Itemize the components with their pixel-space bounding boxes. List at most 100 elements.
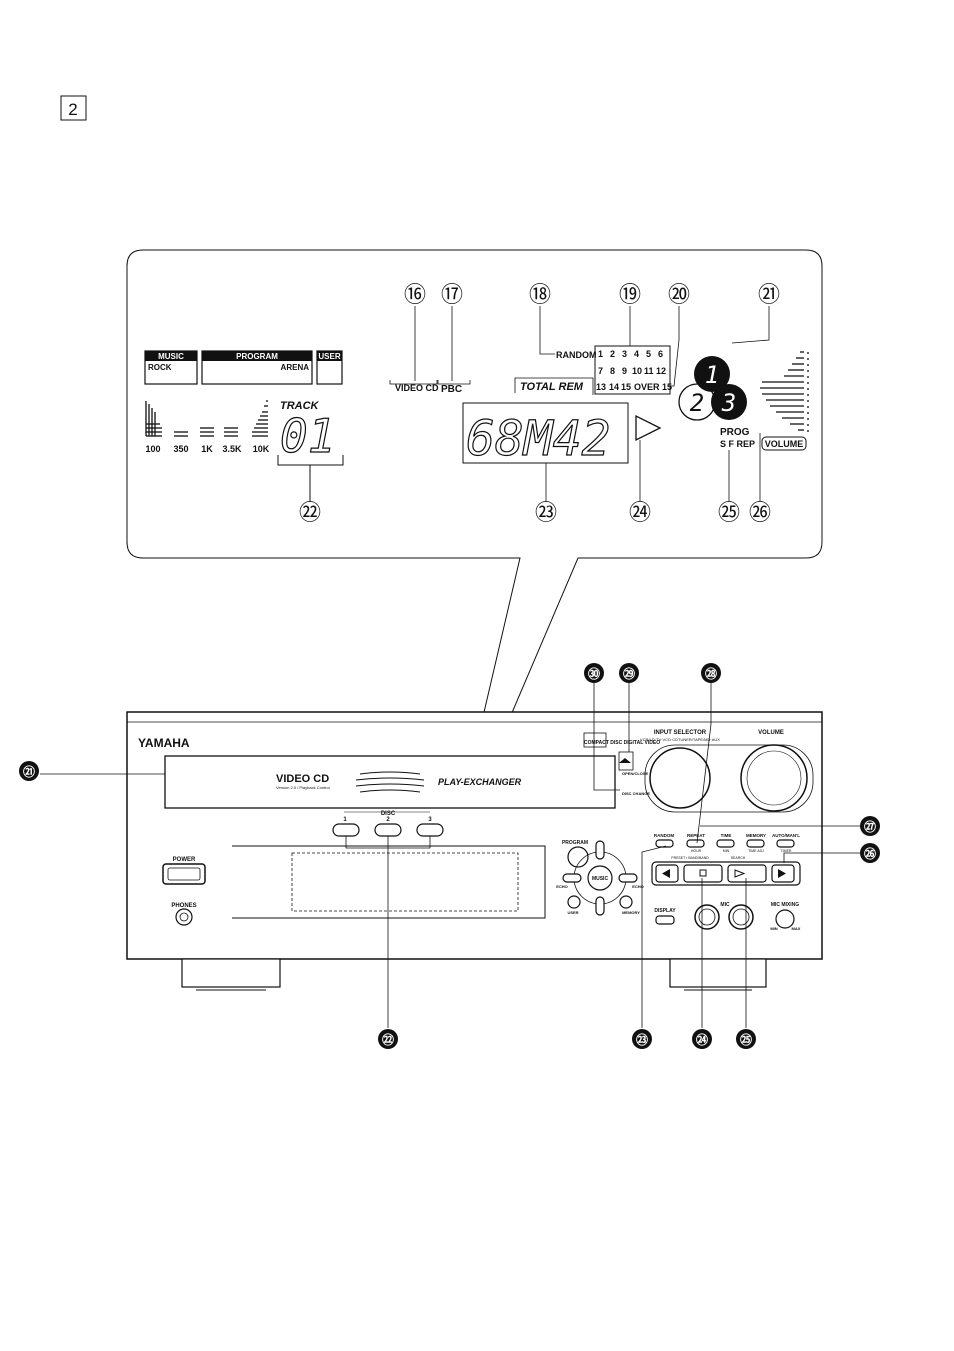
- time-adj-label: TIME ADJ: [748, 849, 764, 853]
- mic-jack-1[interactable]: [694, 904, 720, 930]
- preset-band-label: PRESET • BAND/BAND: [671, 856, 709, 860]
- memory-cluster-label: MEMORY: [622, 910, 640, 915]
- svg-text:3: 3: [622, 349, 627, 359]
- disc-label: DISC: [381, 811, 396, 817]
- echo-left-label: ECHO: [556, 884, 568, 889]
- callout-28: ㉘: [705, 666, 717, 681]
- leader-20: [670, 306, 680, 387]
- callout-26: ㉖: [749, 500, 771, 525]
- program-label: PROGRAM: [236, 352, 278, 361]
- power-button[interactable]: [162, 863, 206, 885]
- callout-19: ⑲: [619, 282, 641, 307]
- mic-jack-2[interactable]: [728, 904, 754, 930]
- track-number-readout: 01: [280, 409, 335, 463]
- svg-text:15: 15: [621, 382, 631, 392]
- display-callout-frame: [126, 249, 823, 859]
- music-button[interactable]: [587, 865, 613, 891]
- time-readout: 68M42: [466, 411, 611, 467]
- left-echo-button[interactable]: [562, 873, 582, 883]
- search-label: SEARCH: [731, 856, 746, 860]
- hour-label: HOUR: [691, 849, 702, 853]
- video-cd-indicator: VIDEO CD: [395, 383, 439, 393]
- disc-1-button[interactable]: [332, 823, 360, 837]
- open-close-button[interactable]: [618, 751, 634, 771]
- user-button[interactable]: [567, 895, 581, 909]
- music-button-label: MUSIC: [592, 876, 609, 882]
- page-number-box: [60, 95, 87, 121]
- arena-label: ARENA: [281, 363, 310, 372]
- random-indicator: RANDOM: [556, 350, 597, 360]
- svg-text:5: 5: [646, 349, 651, 359]
- down-button[interactable]: [595, 896, 605, 916]
- svg-text:1: 1: [598, 349, 603, 359]
- leader-21-display: [731, 306, 770, 344]
- video-cd-logo: VIDEO CD: [276, 773, 329, 785]
- play-pause-button[interactable]: [727, 864, 767, 883]
- svg-text:4: 4: [634, 349, 639, 359]
- disc-change-label: DISC CHANGE: [622, 791, 650, 796]
- right-echo-button[interactable]: [618, 873, 638, 883]
- min-label: MIN: [723, 849, 730, 853]
- left-foot: [181, 958, 281, 988]
- disc-2-button[interactable]: [374, 823, 402, 837]
- skip-back-icon: [662, 869, 670, 878]
- disc-tray[interactable]: [164, 755, 616, 809]
- callout-23: ㉓: [535, 500, 557, 525]
- svg-text:8: 8: [610, 366, 615, 376]
- display-window: [291, 852, 519, 912]
- phones-jack[interactable]: [175, 908, 193, 926]
- eq-band-100: 100: [145, 444, 160, 454]
- disc-indicator-3: 3: [721, 389, 736, 417]
- program-button[interactable]: [567, 846, 589, 868]
- input-selector-knob[interactable]: [649, 747, 711, 809]
- auto-manl-button[interactable]: [776, 839, 795, 848]
- music-label: MUSIC: [158, 352, 184, 361]
- disc-3-button[interactable]: [416, 823, 444, 837]
- time-readout-frame: [462, 402, 629, 464]
- prog-indicator: PROG: [720, 427, 750, 438]
- compact-disc-logo: COMPACT DISC DIGITAL VIDEO: [584, 740, 660, 746]
- volume-level-meter: [760, 351, 809, 432]
- callout-18: ⑱: [529, 282, 551, 307]
- svg-text:1: 1: [343, 817, 347, 823]
- play-pause-icon: [734, 869, 746, 878]
- volume-indicator: VOLUME: [765, 439, 804, 449]
- random-button[interactable]: [655, 839, 674, 848]
- volume-knob[interactable]: [740, 744, 808, 812]
- callout-24: ㉔: [629, 500, 651, 525]
- timer-label: TIMER: [781, 849, 792, 853]
- open-close-label: OPEN/CLOSE: [622, 771, 649, 776]
- svg-text:2: 2: [610, 349, 615, 359]
- right-foot: [669, 958, 767, 988]
- up-button[interactable]: [595, 840, 605, 860]
- input-sources-label: VCR/LD·TV·VCD·CDTUNER/TAPE/MD·AUX: [640, 737, 720, 742]
- leader-18: [539, 306, 555, 355]
- memory-button-label: MEMORY: [746, 833, 766, 838]
- svg-text:2: 2: [386, 817, 390, 823]
- play-indicator-icon: [635, 414, 662, 442]
- disc-indicators: 1 2 3: [678, 356, 747, 421]
- stop-button[interactable]: [683, 864, 723, 883]
- memory-button[interactable]: [746, 839, 765, 848]
- user-button-label: USER: [567, 910, 578, 915]
- callout-30: ㉚: [588, 666, 600, 681]
- eq-band-3-5k: 3.5K: [222, 444, 242, 454]
- svg-text:10: 10: [632, 366, 642, 376]
- skip-forward-icon: [778, 869, 786, 878]
- program-button-label: PROGRAM: [562, 840, 588, 846]
- callout-16: ⑯: [404, 282, 426, 307]
- stop-icon: [699, 869, 707, 877]
- mic-mixing-label: MIC MIXING: [771, 902, 799, 908]
- memory-cluster-button[interactable]: [619, 895, 633, 909]
- eq-band-350: 350: [173, 444, 188, 454]
- time-button[interactable]: [716, 839, 735, 848]
- repeat-button[interactable]: [686, 839, 705, 848]
- eq-band-1k: 1K: [201, 444, 213, 454]
- pbc-indicator: PBC: [441, 384, 462, 395]
- display-button[interactable]: [655, 915, 675, 925]
- over-15-indicator: OVER 15: [634, 382, 672, 392]
- svg-text:13: 13: [596, 382, 606, 392]
- mic-mixing-knob[interactable]: [775, 909, 795, 929]
- svg-text:14: 14: [609, 382, 619, 392]
